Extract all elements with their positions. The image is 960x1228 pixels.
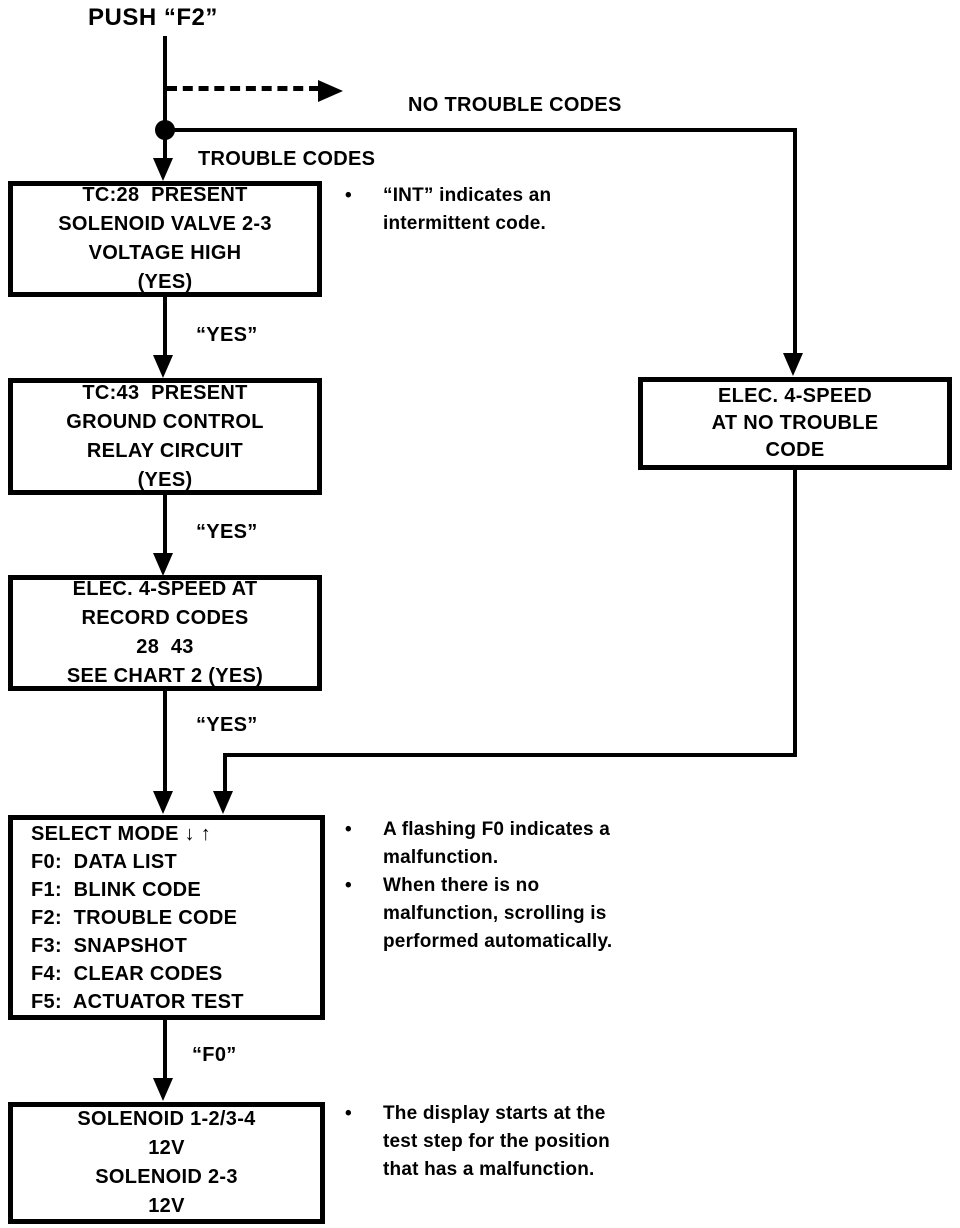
box-tc43-line: TC:43 PRESENT — [82, 381, 248, 404]
box-select-mode-line: F1: BLINK CODE — [31, 878, 202, 901]
trouble-codes-label: TROUBLE CODES — [198, 148, 376, 170]
connector-no-trouble-horizontal — [165, 128, 797, 132]
push-f2-title: PUSH “F2” — [88, 4, 218, 31]
int-note-text: “INT” indicates an intermittent code. — [383, 185, 552, 234]
box-tc28: TC:28 PRESENT SOLENOID VALVE 2-3 VOLTAGE… — [8, 181, 322, 297]
box-tc43-line: GROUND CONTROL — [66, 410, 264, 433]
box-solenoid-line: 12V — [148, 1137, 185, 1159]
connector-no-trouble-vertical — [793, 128, 797, 355]
yes-label-2: “YES” — [196, 521, 258, 543]
int-note: • “INT” indicates an intermittent code. — [345, 182, 603, 238]
box-tc28-line: TC:28 PRESENT — [82, 184, 248, 206]
box-select-mode-line: F4: CLEAR CODES — [31, 962, 223, 985]
arrowhead-into-solenoid-icon — [153, 1078, 173, 1101]
connector-junction-to-tc28 — [163, 132, 167, 160]
arrowhead-into-select-main-icon — [153, 791, 173, 814]
box-tc28-line: (YES) — [137, 271, 193, 293]
bullet-icon: • — [345, 185, 352, 206]
yes-label-1: “YES” — [196, 324, 258, 346]
box-no-trouble-code-line: ELEC. 4-SPEED — [718, 385, 872, 407]
connector-record-to-select — [163, 691, 167, 793]
box-select-mode: SELECT MODE ↓ ↑ F0: DATA LIST F1: BLINK … — [8, 815, 325, 1020]
dashed-connector — [167, 86, 319, 91]
box-select-mode-line: F2: TROUBLE CODE — [31, 906, 238, 929]
yes-label-3: “YES” — [196, 714, 258, 736]
box-solenoid-line: SOLENOID 2-3 — [95, 1166, 238, 1188]
arrowhead-into-record-icon — [153, 553, 173, 576]
arrowhead-into-tc28-icon — [153, 158, 173, 181]
display-note: • The display starts at the test step fo… — [345, 1100, 620, 1184]
arrowhead-into-tc43-icon — [153, 355, 173, 378]
box-tc43-line: RELAY CIRCUIT — [86, 439, 244, 462]
connector-no-trouble-return-horizontal — [223, 753, 797, 757]
box-tc43-line: (YES) — [137, 468, 193, 491]
box-select-mode-line: SELECT MODE ↓ ↑ — [31, 822, 212, 845]
bullet-icon: • — [345, 875, 352, 896]
arrowhead-into-select-return-icon — [213, 791, 233, 814]
box-record-codes-line: SEE CHART 2 (YES) — [66, 665, 264, 687]
flashing-note-text: A flashing F0 indicates a malfunction. — [383, 819, 611, 868]
box-select-mode-line: F5: ACTUATOR TEST — [31, 990, 244, 1013]
flashing-note: • A flashing F0 indicates a malfunction. — [345, 816, 620, 872]
box-solenoid-line: SOLENOID 1-2/3-4 — [77, 1108, 256, 1130]
box-record-codes-line: RECORD CODES — [81, 607, 249, 629]
box-select-mode-line: F0: DATA LIST — [31, 850, 178, 873]
connector-tc43-to-record — [163, 495, 167, 555]
box-solenoid-line: 12V — [148, 1195, 185, 1217]
box-tc28-line: SOLENOID VALVE 2-3 — [58, 213, 272, 235]
box-select-mode-line: F3: SNAPSHOT — [31, 934, 188, 957]
dashed-arrowhead-icon — [318, 80, 343, 102]
arrowhead-into-no-trouble-box-icon — [783, 353, 803, 376]
box-tc28-line: VOLTAGE HIGH — [88, 242, 242, 264]
box-record-codes: ELEC. 4-SPEED AT RECORD CODES 28 43 SEE … — [8, 575, 322, 691]
scrolling-note: • When there is no malfunction, scrollin… — [345, 872, 620, 956]
bullet-icon: • — [345, 1103, 352, 1124]
box-no-trouble-code-line: CODE — [765, 439, 825, 461]
box-tc43: TC:43 PRESENT GROUND CONTROL RELAY CIRCU… — [8, 378, 322, 495]
connector-tc28-to-tc43 — [163, 297, 167, 357]
box-no-trouble-code-line: AT NO TROUBLE — [711, 412, 879, 434]
box-solenoid-test: SOLENOID 1-2/3-4 12V SOLENOID 2-3 12V — [8, 1102, 325, 1224]
box-no-trouble-code: ELEC. 4-SPEED AT NO TROUBLE CODE — [638, 377, 952, 470]
connector-select-to-solenoid — [163, 1020, 167, 1080]
f0-label: “F0” — [192, 1044, 237, 1066]
scrolling-note-text: When there is no malfunction, scrolling … — [383, 875, 613, 952]
connector-title-to-junction — [163, 36, 167, 132]
no-trouble-codes-label: NO TROUBLE CODES — [408, 94, 622, 116]
box-record-codes-line: ELEC. 4-SPEED AT — [72, 578, 258, 600]
connector-return-into-select — [223, 753, 227, 793]
bullet-icon: • — [345, 819, 352, 840]
display-note-text: The display starts at the test step for … — [383, 1103, 610, 1180]
box-record-codes-line: 28 43 — [136, 636, 194, 658]
connector-no-trouble-return-vertical — [793, 470, 797, 757]
